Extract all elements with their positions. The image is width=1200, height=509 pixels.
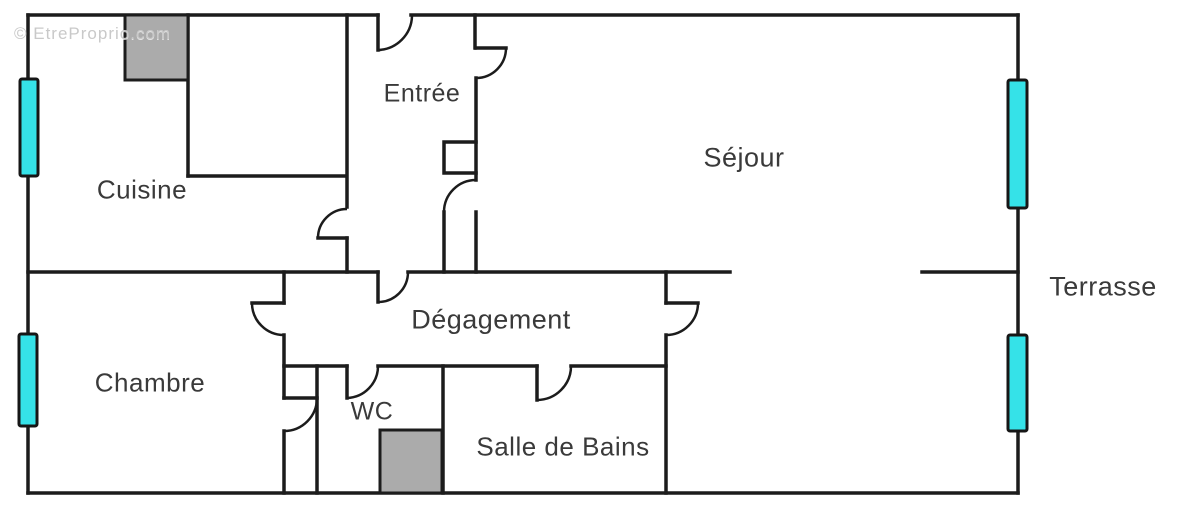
room-label-degagement: Dégagement	[411, 304, 571, 335]
door-arc-sdb	[536, 365, 573, 402]
door-arc-cuisine	[316, 207, 348, 239]
door-swing-arcs	[250, 15, 700, 433]
room-label-wc: WC	[350, 397, 394, 426]
room-label-terrasse: Terrasse	[1049, 271, 1157, 302]
window-left-lower	[17, 332, 39, 428]
site-watermark: © EtreProprio.com	[14, 24, 172, 43]
room-label-chambre: Chambre	[94, 367, 206, 398]
door-arc-wc	[346, 365, 380, 400]
utility-blocks	[123, 13, 444, 495]
door-arc-corridor-east	[665, 302, 700, 337]
door-arc-sejour	[475, 47, 508, 80]
window-markers	[17, 77, 1029, 433]
window-right-upper	[1006, 78, 1029, 210]
wall-lines	[26, 13, 1020, 495]
door-arc-entry	[377, 15, 414, 52]
window-left-upper	[18, 77, 40, 178]
door-arc-corridor	[377, 271, 410, 304]
room-label-entree: Entrée	[383, 79, 461, 108]
door-arc-chambre	[250, 302, 285, 337]
room-label-salle-de-bains: Salle de Bains	[476, 431, 650, 462]
utility-block-wc	[378, 428, 444, 495]
closet-box-entree	[442, 140, 478, 175]
utility-block-cuisine	[123, 13, 190, 82]
room-label-cuisine: Cuisine	[96, 174, 188, 205]
room-label-sejour: Séjour	[703, 142, 785, 173]
window-right-lower	[1006, 333, 1029, 433]
door-arc-closet	[283, 397, 319, 433]
door-arc-chase	[442, 178, 477, 213]
